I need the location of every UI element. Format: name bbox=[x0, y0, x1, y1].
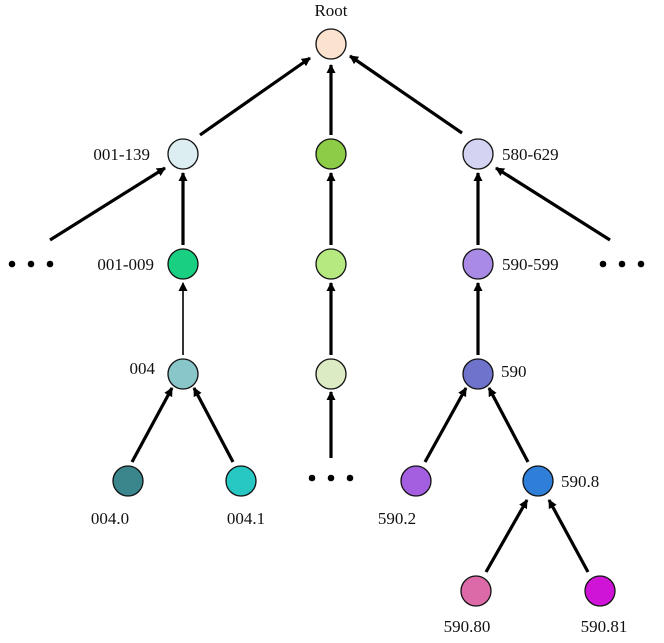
node-004-1 bbox=[225, 465, 257, 497]
node-590-80 bbox=[460, 575, 492, 607]
ellipsis-right bbox=[599, 260, 645, 268]
edge-001-139-to-root bbox=[199, 56, 311, 137]
label-590-80: 590.80 bbox=[444, 617, 491, 636]
edge-590-81-to-590-8 bbox=[547, 499, 590, 573]
edge-590-2-to-590 bbox=[423, 387, 468, 463]
node-middle-l2 bbox=[315, 248, 347, 280]
label-001-139: 001-139 bbox=[93, 145, 150, 164]
node-580-629 bbox=[462, 138, 494, 170]
edge-ellipsis-left-to-001-139 bbox=[49, 166, 166, 242]
node-001-139 bbox=[167, 138, 199, 170]
label-004: 004 bbox=[130, 359, 156, 378]
label-590-8: 590.8 bbox=[561, 472, 599, 491]
ellipsis-bottom bbox=[308, 474, 354, 482]
label-590: 590 bbox=[501, 362, 527, 381]
edge-590-80-to-590-8 bbox=[484, 499, 529, 573]
ellipsis-left bbox=[8, 260, 54, 268]
edge-ellipsis-right-to-580-629 bbox=[495, 166, 611, 242]
node-590-8 bbox=[522, 465, 554, 497]
labels: Root 001-139 580-629 001-009 590-599 004… bbox=[91, 1, 628, 636]
edge-004-1-to-004 bbox=[192, 387, 235, 463]
node-590-81 bbox=[584, 575, 616, 607]
node-middle-l3 bbox=[315, 358, 347, 390]
node-001-009 bbox=[167, 248, 199, 280]
node-004-0 bbox=[112, 465, 144, 497]
node-590-2 bbox=[400, 465, 432, 497]
edge-590-8-to-590 bbox=[487, 387, 530, 463]
node-590 bbox=[462, 358, 494, 390]
edge-580-629-to-root bbox=[349, 54, 463, 135]
label-590-2: 590.2 bbox=[378, 509, 416, 528]
label-590-599: 590-599 bbox=[502, 255, 559, 274]
nodes bbox=[112, 28, 616, 607]
edge-004-0-to-004 bbox=[130, 387, 174, 463]
node-590-599 bbox=[462, 248, 494, 280]
label-004-0: 004.0 bbox=[91, 509, 129, 528]
label-590-81: 590.81 bbox=[581, 617, 628, 636]
label-001-009: 001-009 bbox=[97, 255, 154, 274]
edges bbox=[49, 54, 611, 573]
node-middle-l1 bbox=[315, 138, 347, 170]
node-root bbox=[315, 28, 347, 60]
label-004-1: 004.1 bbox=[227, 509, 265, 528]
label-580-629: 580-629 bbox=[502, 145, 559, 164]
node-004 bbox=[167, 358, 199, 390]
label-root: Root bbox=[314, 1, 347, 20]
